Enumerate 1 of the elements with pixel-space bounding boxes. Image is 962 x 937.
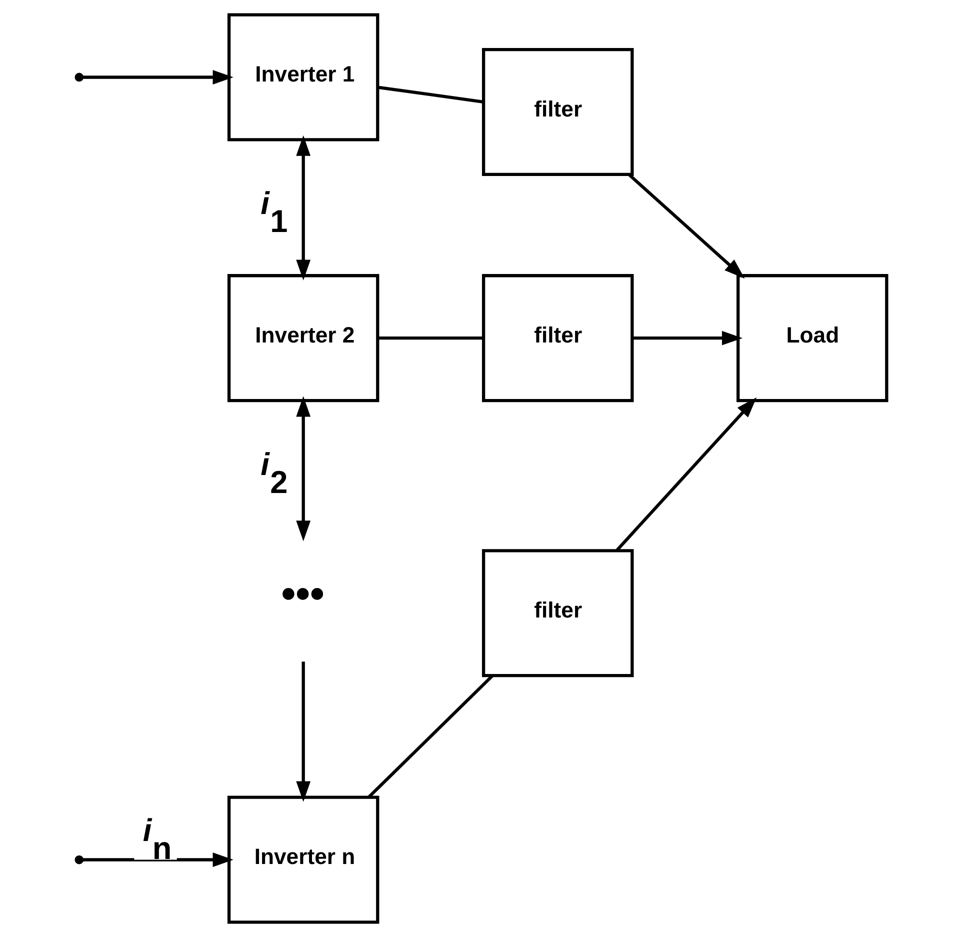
node-text: ••• <box>280 570 324 616</box>
